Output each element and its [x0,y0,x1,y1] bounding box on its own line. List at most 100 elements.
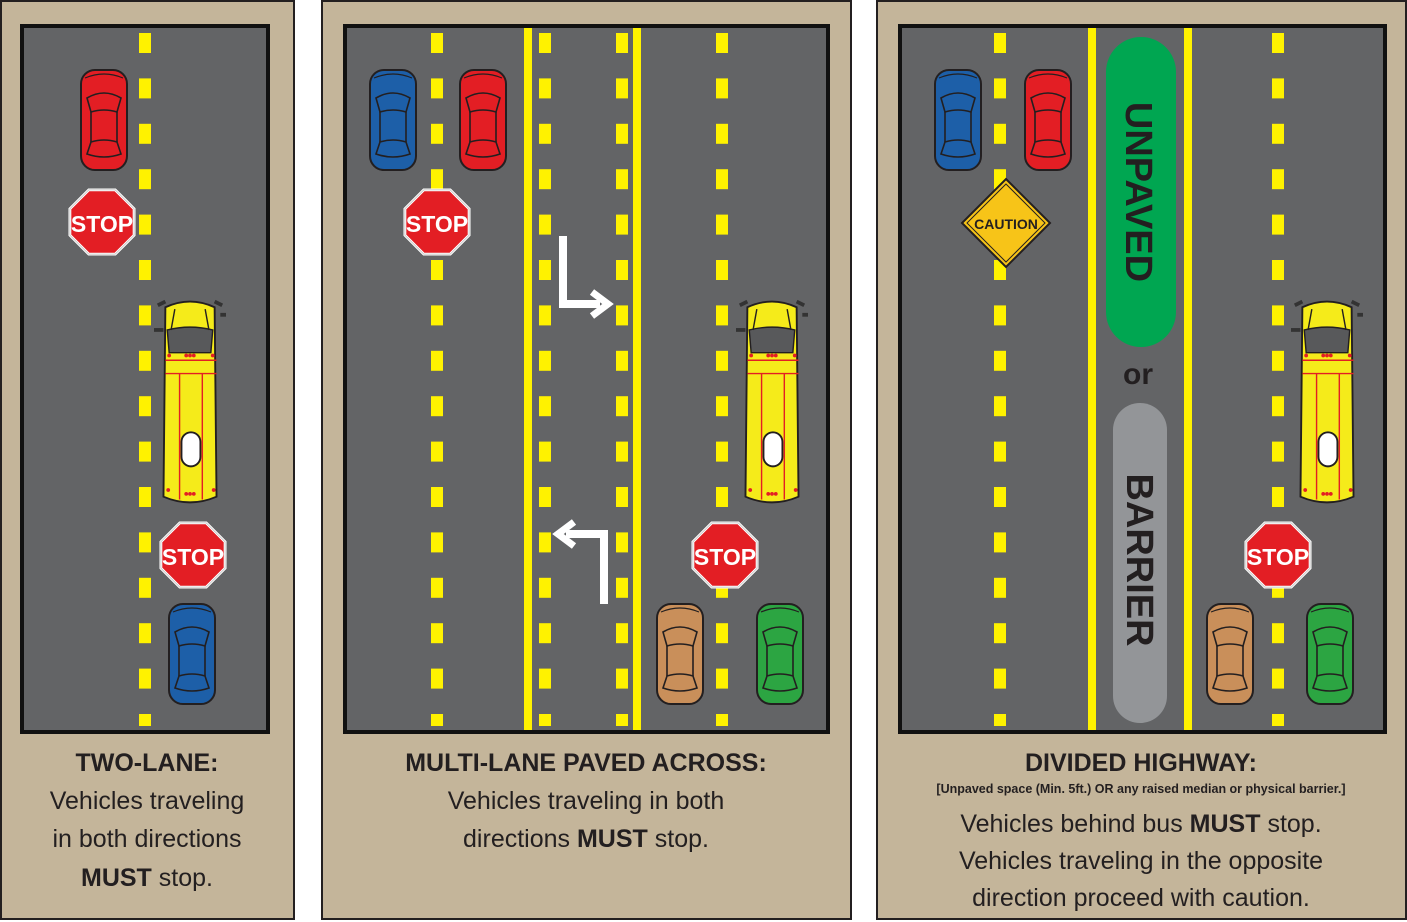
blue-car [934,69,982,171]
caption-title: MULTI-LANE PAVED ACROSS: [405,749,767,777]
lane-dash [431,487,443,507]
lane-dash [616,623,628,644]
lane-dash [539,78,551,99]
solid-yellow-line [1184,28,1192,730]
lane-dash [1272,33,1284,53]
lane-dash [431,305,443,326]
red-car [459,69,507,171]
tan-car [1206,603,1254,705]
lane-dash [1272,714,1284,726]
lane-dash [1272,305,1284,326]
lane-dash [716,33,728,53]
caption-line: direction proceed with caution. [972,884,1310,912]
lane-dash [716,441,728,462]
lane-dash [616,532,628,553]
lane-dash [139,623,151,644]
lane-dash [139,78,151,99]
stop-sign: STOP [403,188,471,256]
lane-dash [539,396,551,417]
lane-dash [616,260,628,280]
lane-dash [139,214,151,235]
lane-dash [616,169,628,190]
lane-dash [994,714,1006,726]
lane-dash [616,668,628,689]
lane-dash [616,350,628,371]
panel-two-lane: STOP STOP TWO-LANE: Vehicles traveling i… [0,0,295,920]
stop-sign: STOP [68,188,136,256]
lane-dash [616,396,628,417]
stop-sign: STOP [159,521,227,589]
lane-dash [994,532,1006,553]
green-car [1306,603,1354,705]
svg-text:CAUTION: CAUTION [974,216,1038,232]
lane-dash [616,78,628,99]
lane-dash [431,123,443,144]
lane-dash [1272,350,1284,371]
lane-dash [431,169,443,190]
lane-dash [431,623,443,644]
lane-dash [539,623,551,644]
caption-line: in both directions [52,825,241,853]
lane-dash [994,441,1006,462]
lane-dash [616,487,628,507]
lane-dash [539,260,551,280]
tan-car [656,603,704,705]
panel-multi-lane: STOP STOP MULTI-LANE PAVED ACROSS: Vehic… [321,0,852,920]
lane-dash [139,350,151,371]
lane-dash [431,441,443,462]
solid-yellow-line [1088,28,1096,730]
lane-dash [616,305,628,326]
lane-dash [616,441,628,462]
lane-dash [539,532,551,553]
lane-dash [539,123,551,144]
lane-dash [616,33,628,53]
lane-dash [716,305,728,326]
svg-text:STOP: STOP [162,544,224,570]
stop-sign: STOP [691,521,759,589]
lane-dash [994,623,1006,644]
unpaved-label: UNPAVED [1117,102,1159,282]
lane-dash [1272,668,1284,689]
svg-text:STOP: STOP [1247,544,1309,570]
lane-dash [616,123,628,144]
dashed-lane-line [616,33,628,726]
lane-dash [431,668,443,689]
lane-dash [539,305,551,326]
lane-dash [431,33,443,53]
red-car [80,69,128,171]
lane-dash [994,668,1006,689]
lane-dash [994,33,1006,53]
lane-dash [716,623,728,644]
lane-dash [716,668,728,689]
lane-dash [1272,441,1284,462]
caption-line: Vehicles behind bus MUST stop. [960,810,1321,838]
lane-dash [431,396,443,417]
blue-car [369,69,417,171]
caption-line: Vehicles traveling in the opposite [959,847,1323,875]
dashed-lane-line [139,33,151,726]
lane-dash [716,487,728,507]
lane-dash [1272,260,1284,280]
lane-dash [139,260,151,280]
lane-dash [539,169,551,190]
lane-dash [539,668,551,689]
lane-dash [431,532,443,553]
svg-text:STOP: STOP [71,211,133,237]
lane-dash [1272,623,1284,644]
lane-dash [139,305,151,326]
lane-dash [1272,487,1284,507]
barrier-median [1113,403,1167,723]
panel-divided-highway: UNPAVED or BARRIER CAUTION STOP DIVIDED … [876,0,1407,920]
blue-car [168,603,216,705]
lane-dash [431,714,443,726]
lane-dash [994,577,1006,598]
lane-dash [716,396,728,417]
lane-dash [994,78,1006,99]
lane-dash [994,305,1006,326]
lane-dash [431,350,443,371]
lane-dash [431,78,443,99]
or-label: or [1123,358,1153,391]
red-car [1024,69,1072,171]
lane-dash [716,123,728,144]
